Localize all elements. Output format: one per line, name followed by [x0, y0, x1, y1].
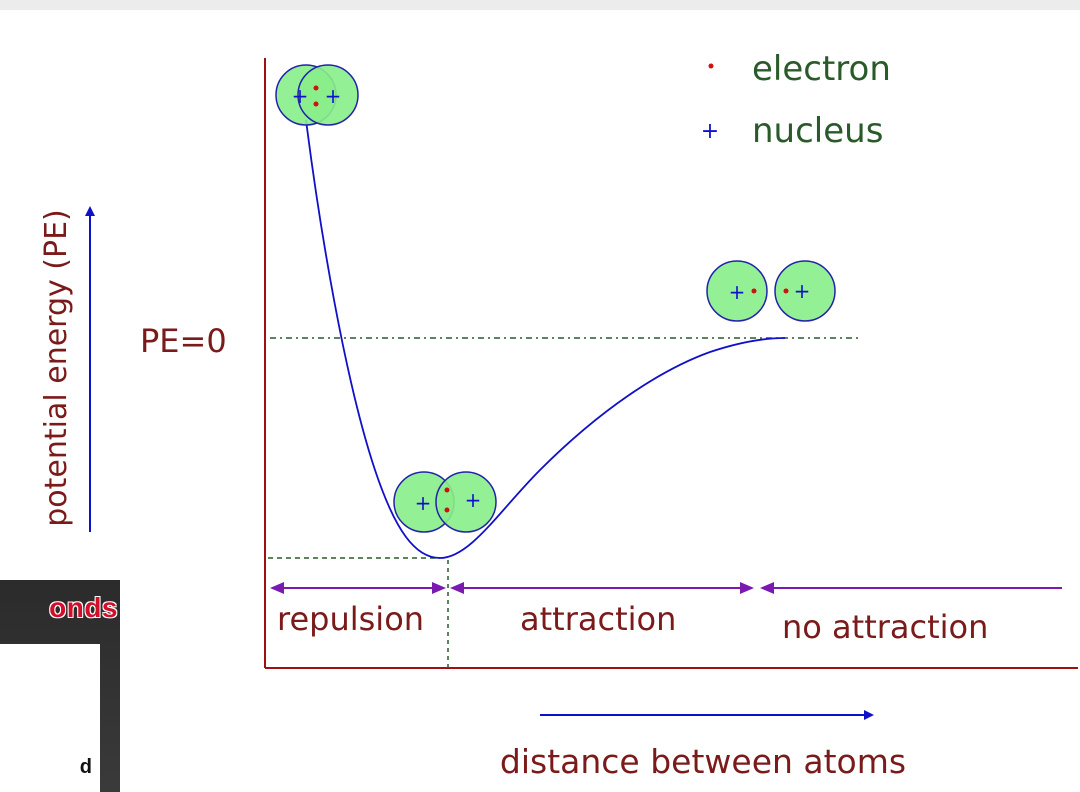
legend-electron-dot	[708, 63, 714, 69]
side-panel-content	[0, 644, 100, 792]
top-band	[0, 0, 1080, 10]
atom-pair-bonded: + +	[393, 471, 497, 533]
electron-dot	[313, 85, 319, 91]
atom-right	[297, 64, 359, 126]
y-axis-label: potential energy (PE)	[39, 209, 74, 527]
electron-dot	[444, 487, 450, 493]
atom-right	[435, 471, 497, 533]
electron-dot	[783, 288, 789, 294]
nucleus-symbol: +	[325, 84, 342, 108]
region-label-repulsion: repulsion	[277, 600, 424, 638]
legend-nucleus-label: nucleus	[752, 111, 883, 151]
nucleus-symbol: +	[292, 84, 309, 108]
x-axis-label: distance between atoms	[500, 742, 906, 781]
electron-dot	[751, 288, 757, 294]
electron-dot	[444, 507, 450, 513]
legend-electron-label: electron	[752, 49, 891, 89]
nucleus-symbol: +	[465, 488, 482, 512]
atom-right	[774, 260, 836, 322]
side-panel-title: onds	[49, 592, 118, 623]
side-panel-text: d	[79, 756, 92, 778]
legend: electron + nucleus	[701, 49, 891, 151]
pe-zero-label: PE=0	[140, 322, 227, 360]
region-label-no-attraction: no attraction	[782, 608, 988, 646]
atom-left	[706, 260, 768, 322]
nucleus-symbol: +	[415, 491, 432, 515]
nucleus-symbol: +	[794, 279, 811, 303]
electron-dot	[313, 101, 319, 107]
nucleus-symbol: +	[729, 280, 746, 304]
atom-pair-overlapping: + +	[275, 64, 359, 126]
atom-pair-separated: + +	[706, 260, 836, 322]
region-label-attraction: attraction	[520, 600, 676, 638]
legend-nucleus-symbol: +	[701, 119, 719, 144]
potential-energy-curve	[305, 119, 786, 559]
side-panel: onds d	[0, 580, 120, 792]
